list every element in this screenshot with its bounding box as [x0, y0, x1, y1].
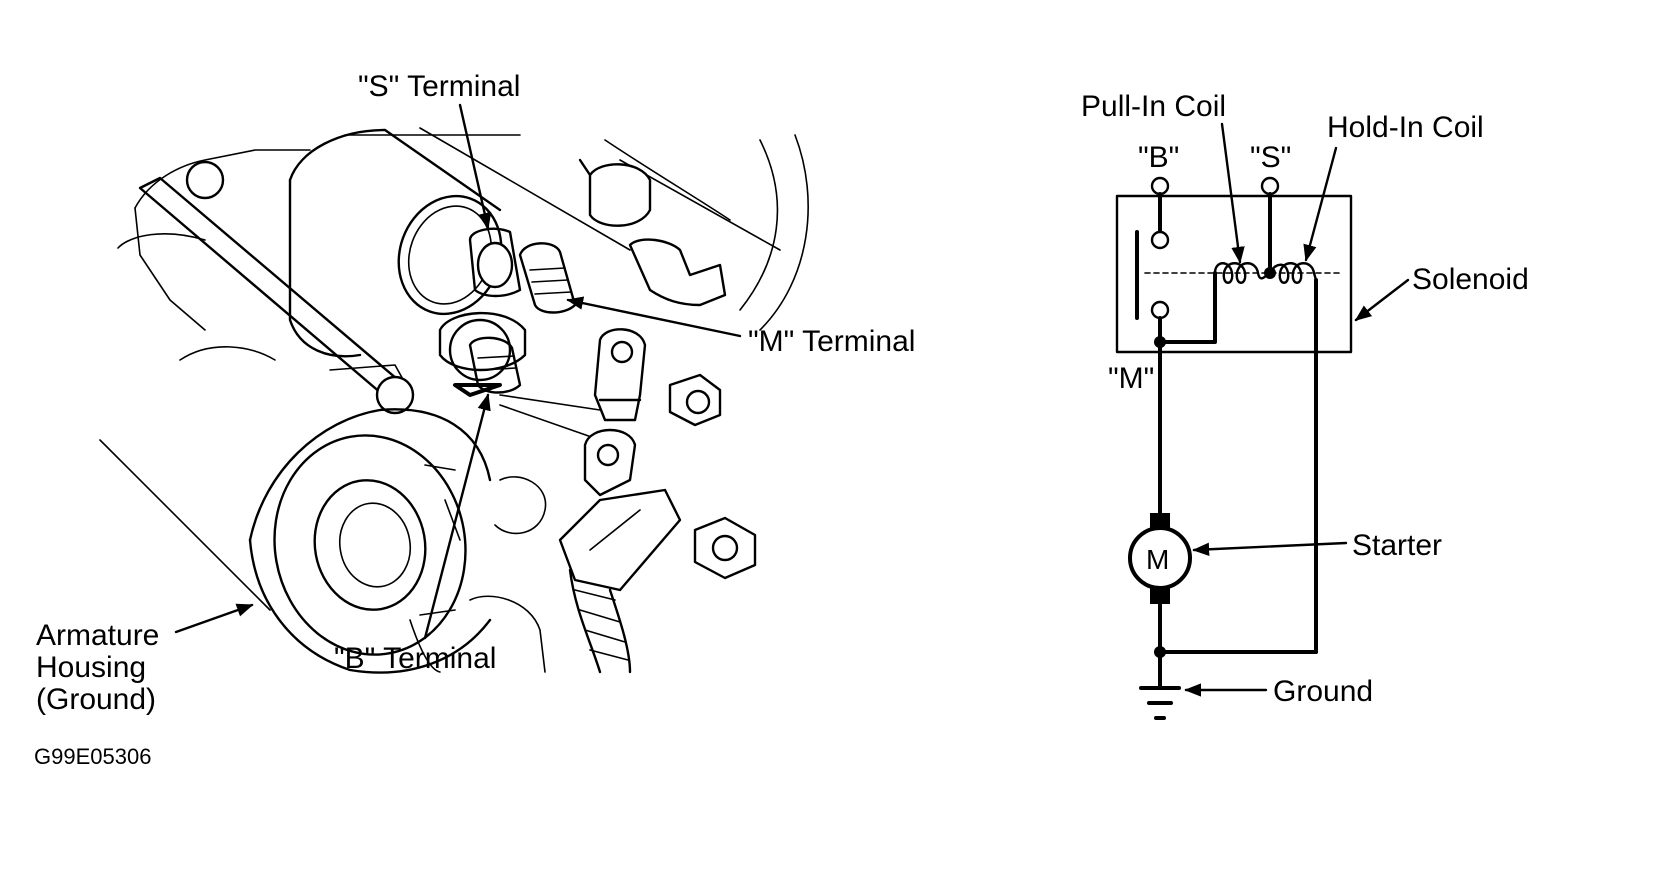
- b-terminal-node: [1150, 176, 1170, 196]
- b-terminal-arrow: [423, 393, 491, 640]
- s-terminal-schematic-label: "S": [1250, 141, 1291, 174]
- b-terminal-label: "B" Terminal: [334, 642, 496, 675]
- figure-code: G99E05306: [34, 744, 151, 769]
- armature-housing-label-line1: Armature: [36, 619, 159, 652]
- pull-in-coil-label: Pull-In Coil: [1081, 90, 1226, 123]
- armature-housing-label-line3: (Ground): [36, 683, 156, 716]
- pull-in-coil: [1213, 262, 1272, 284]
- solenoid-box: [1115, 194, 1353, 354]
- s-terminal-node: [1260, 176, 1280, 196]
- starter-arrow: [1192, 541, 1348, 557]
- hold-in-coil: [1268, 262, 1318, 284]
- m-contact: [1150, 300, 1170, 320]
- starter-motor-illustration: [99, 127, 809, 674]
- solenoid-schematic: [1115, 176, 1353, 720]
- b-contact: [1150, 230, 1170, 250]
- m-terminal-arrow: [566, 296, 742, 338]
- pull-in-coil-arrow: [1220, 122, 1245, 264]
- s-terminal-label: "S" Terminal: [358, 70, 520, 103]
- armature-housing-arrow: [174, 603, 254, 634]
- motor-symbol-label: M: [1146, 544, 1169, 575]
- starter-label: Starter: [1352, 529, 1442, 562]
- b-terminal-schematic-label: "B": [1138, 141, 1179, 174]
- motor-brush-bottom: [1150, 586, 1170, 604]
- hold-in-coil-label: Hold-In Coil: [1327, 111, 1484, 144]
- ground-junction-dot: [1154, 646, 1166, 658]
- m-terminal-schematic-label: "M": [1108, 362, 1154, 395]
- solenoid-arrow: [1354, 278, 1410, 322]
- m-terminal-label: "M" Terminal: [748, 325, 915, 358]
- ground-label: Ground: [1273, 675, 1373, 708]
- hold-in-coil-arrow: [1303, 146, 1338, 262]
- solenoid-label: Solenoid: [1412, 263, 1529, 296]
- armature-housing-label-line2: Housing: [36, 651, 146, 684]
- s-terminal-arrow: [458, 103, 492, 230]
